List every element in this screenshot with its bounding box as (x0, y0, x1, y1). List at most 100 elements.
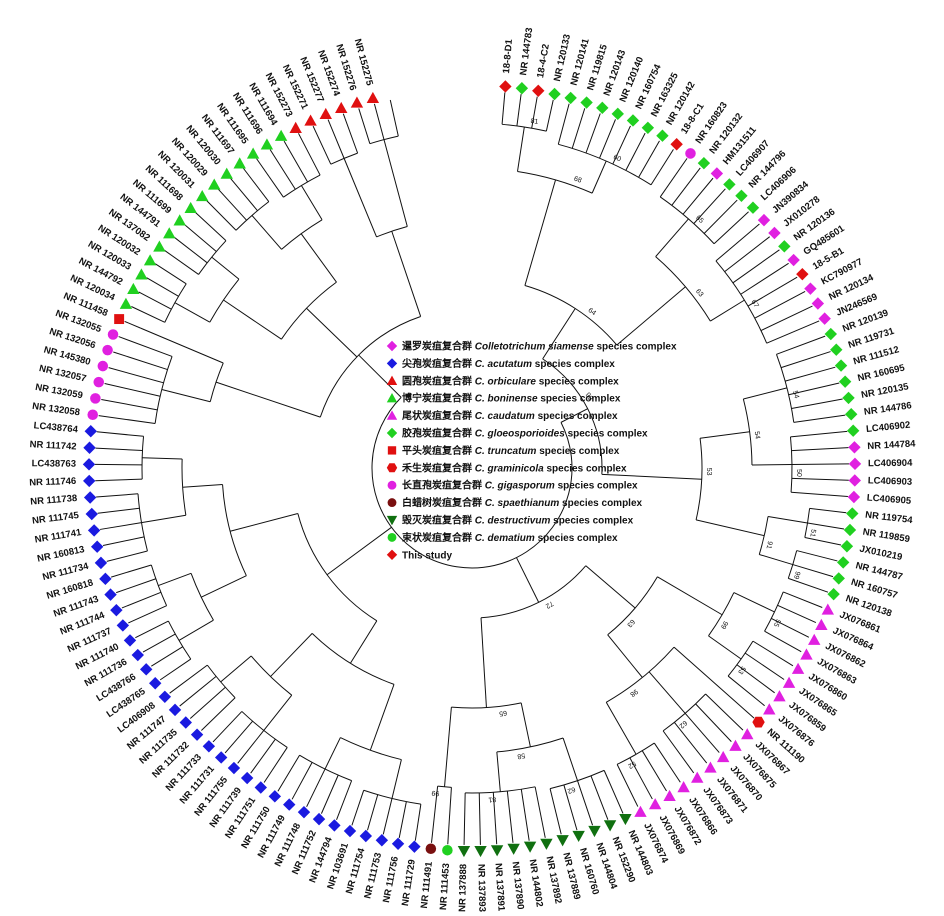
branch-line (383, 139, 408, 227)
leaf-label: NR 160813 (36, 544, 85, 565)
leaf-label: NR 132059 (34, 382, 83, 402)
branch-line (744, 652, 785, 680)
branch-line (106, 550, 148, 562)
branch-line (703, 199, 738, 234)
legend-marker (386, 393, 398, 403)
leaf-marker (787, 253, 800, 267)
bootstrap-value: 68 (573, 176, 583, 185)
leaf-marker (457, 845, 471, 858)
leaf-marker (366, 91, 380, 104)
branch-line (662, 730, 695, 774)
branch-arc (209, 362, 224, 402)
branch-line (351, 790, 365, 826)
leaf-marker (848, 474, 861, 487)
branch-line (223, 299, 282, 340)
branch-line (560, 408, 588, 423)
branch-line (796, 550, 838, 562)
leaf-marker (104, 588, 117, 601)
branch-line (480, 617, 487, 708)
branch-line (217, 188, 247, 221)
branch-line (747, 276, 798, 307)
leaf-label: NR 111746 (29, 476, 76, 489)
legend-name-latin: C. boninense (475, 394, 541, 405)
leaf-label: NR 111753 (362, 852, 384, 900)
branch-arc (181, 458, 187, 516)
branch-line (206, 200, 237, 231)
leaf-marker (119, 297, 133, 309)
leaf-marker (114, 314, 125, 325)
branch-arc (708, 592, 735, 637)
bootstrap-value: 53 (705, 468, 712, 476)
legend-marker (386, 549, 398, 560)
legend-entry: 尾状炭疽复合群 C. caudatum species complex (402, 409, 618, 422)
branch-line (124, 320, 141, 329)
branch-line (695, 703, 732, 742)
branch-line (732, 249, 780, 284)
leaf-marker (274, 129, 288, 141)
leaf-marker (102, 344, 113, 356)
leaf-label: NR 137891 (492, 863, 506, 912)
branch-arc (241, 711, 288, 748)
branch-arc (206, 664, 236, 699)
leaf-marker (90, 393, 101, 404)
branch-line (638, 140, 660, 178)
leaf-marker (697, 156, 711, 170)
branch-line (242, 167, 270, 202)
branch-line (96, 431, 144, 437)
legend-marker (386, 375, 398, 385)
legend-entry: 毁灭炭疽复合群 C. destructivum species complex (402, 514, 634, 527)
branch-line (212, 711, 243, 743)
branch-line (705, 693, 744, 731)
leaf-marker (846, 507, 859, 520)
leaf-marker (312, 812, 326, 826)
leaf-marker (123, 634, 137, 647)
branch-line (501, 92, 506, 125)
leaf-marker (94, 556, 108, 570)
branch-line (659, 158, 688, 198)
branch-arc (190, 573, 214, 621)
branch-line (557, 103, 570, 145)
legend-suffix: species complex (568, 429, 648, 440)
legend-name-latin: C. destructivum (475, 516, 553, 527)
branch-arc (789, 436, 793, 493)
branch-line (743, 387, 788, 400)
legend-entry: 圆孢炭疽复合群 C. orbiculare species complex (402, 374, 619, 387)
branch-line (534, 786, 546, 838)
branch-line (542, 308, 576, 360)
leaf-marker (611, 107, 624, 121)
leaf-marker (838, 375, 852, 388)
leaf-label: LC406904 (868, 458, 913, 469)
tree-branches (95, 92, 849, 845)
branch-line (95, 478, 143, 482)
branch-line (478, 792, 481, 845)
branch-line (201, 697, 236, 731)
bootstrap-value: 81 (488, 795, 496, 803)
branch-line (603, 770, 624, 814)
branch-line (95, 447, 143, 452)
branch-line (790, 430, 848, 438)
branch-arc (299, 754, 352, 782)
branch-line (369, 684, 395, 751)
branch-line (113, 351, 168, 371)
leaf-label: NR 132057 (38, 363, 87, 384)
branch-line (250, 738, 276, 774)
leaf-marker (515, 82, 529, 95)
leaf-marker (848, 457, 862, 471)
leaf-marker (729, 739, 742, 751)
leaf-marker (716, 750, 730, 763)
leaf-marker (208, 178, 221, 190)
legend-entry: 禾生炭疽复合群 C. graminicola species complex (402, 461, 627, 474)
branch-arc (311, 633, 395, 685)
branch-arc (804, 508, 811, 538)
branch-line (607, 634, 643, 678)
leaf-marker (824, 327, 838, 341)
legend-entry: 束状炭疽复合群 C. dematium species complex (402, 531, 618, 544)
branch-line (367, 794, 379, 831)
leaf-marker (846, 424, 860, 437)
branch-line (121, 591, 162, 609)
leaf-marker (83, 474, 96, 488)
legend-name-cn: 圆孢炭疽复合群 (402, 374, 475, 387)
leaf-label: NR 111729 (400, 859, 418, 907)
branch-line (230, 513, 298, 532)
